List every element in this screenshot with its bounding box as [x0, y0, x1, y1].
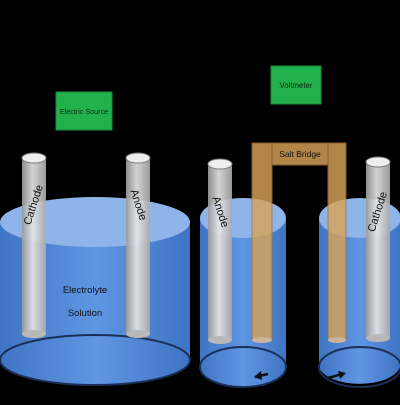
electrolytic-cell: Cathode Anode Electrolyte Solution — [0, 152, 191, 386]
salt-bridge — [251, 142, 347, 343]
salt-bridge-right-leg — [327, 142, 347, 341]
arrowhead-right-icon — [338, 371, 346, 379]
voltmeter-label: Voltmeter — [280, 81, 313, 90]
cathode-cell-base — [318, 346, 400, 388]
electric-source-label: Electric Source — [60, 107, 108, 116]
electrolyte-label-line1: Electrolyte — [63, 285, 107, 296]
cathode-electrode-2: Cathode — [365, 156, 391, 342]
salt-bridge-left-leg — [251, 142, 273, 341]
voltmeter-box: Voltmeter — [270, 65, 322, 105]
electrolyte-label-line2: Solution — [68, 308, 102, 319]
salt-bridge-right-end — [328, 337, 346, 343]
anode-cell-base — [199, 346, 287, 388]
anode-electrode: Anode — [125, 152, 151, 338]
electric-source-box: Electric Source — [55, 91, 113, 131]
arrowhead-left-icon — [254, 371, 262, 380]
salt-bridge-left-end — [252, 337, 272, 343]
cathode-electrode: Cathode — [21, 152, 47, 338]
container-base — [0, 334, 191, 386]
anode-electrode-2: Anode — [207, 158, 233, 344]
salt-bridge-label: Salt Bridge — [279, 149, 321, 159]
anode-half-cell: Anode — [199, 158, 287, 388]
